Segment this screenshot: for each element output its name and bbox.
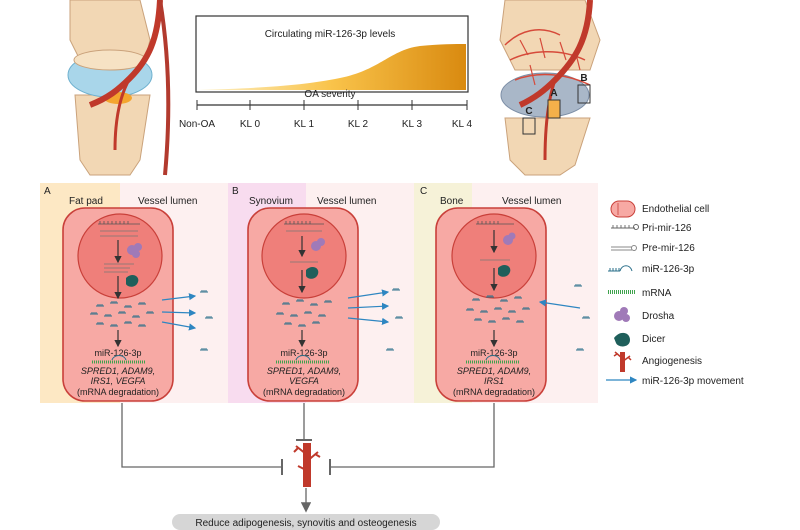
legend-label-6: Dicer bbox=[642, 334, 666, 345]
panel-a-mirna-label: miR-126-3p bbox=[94, 348, 141, 358]
panel-c-dicer-icon bbox=[498, 265, 511, 277]
panel-b-targets-line1: SPRED1, ADAM9, bbox=[267, 366, 341, 376]
panel-a-lumen: Vessel lumen bbox=[138, 196, 197, 207]
endothelial-cell-icon bbox=[610, 200, 636, 218]
tick-kl2: KL 2 bbox=[348, 119, 369, 130]
mirna-icon bbox=[608, 265, 633, 272]
panel-b-dicer-icon bbox=[306, 267, 319, 279]
angiogenesis-icon bbox=[613, 351, 632, 372]
panel-a-letter: A bbox=[44, 186, 51, 197]
pri-mir-icon bbox=[611, 225, 635, 229]
panel-c: C Bone Vessel lumen miR-126-3p SPRED1, A… bbox=[414, 183, 598, 403]
outcome-box bbox=[172, 514, 440, 530]
panel-a-targets-line1: SPRED1, ADAM9, bbox=[81, 366, 155, 376]
legend-label-1: Pri-mir-126 bbox=[642, 223, 692, 234]
oa-knee-illustration: A B C bbox=[499, 0, 601, 176]
tick-kl4: KL 4 bbox=[452, 119, 473, 130]
legend-label-7: Angiogenesis bbox=[642, 356, 702, 367]
tick-kl3: KL 3 bbox=[402, 119, 423, 130]
panel-c-letter: C bbox=[420, 186, 427, 197]
oa-severity-axis: OA severity Non-OA KL 0 KL 1 KL 2 KL 3 K… bbox=[179, 89, 473, 130]
panel-b-nucleus bbox=[261, 213, 347, 299]
panel-c-targets-line1: SPRED1, ADAM9, bbox=[457, 366, 531, 376]
healthy-knee-illustration bbox=[67, 0, 171, 176]
panel-b-letter: B bbox=[232, 186, 239, 197]
panel-a-dicer-icon bbox=[126, 275, 139, 287]
legend: Endothelial cell Pri-mir-126 Pre-mir-126… bbox=[606, 200, 744, 387]
knee-mark-b: B bbox=[580, 73, 587, 84]
knee-mark-a: A bbox=[550, 88, 557, 99]
tick-kl0: KL 0 bbox=[240, 119, 261, 130]
dicer-icon bbox=[614, 332, 630, 347]
panel-b-tissue: Synovium bbox=[249, 196, 293, 207]
panel-b-mirna-label: miR-126-3p bbox=[280, 348, 327, 358]
legend-label-8: miR-126-3p movement bbox=[642, 376, 744, 387]
mirna-level-curve: Circulating miR-126-3p levels bbox=[195, 15, 469, 93]
panel-b: B Synovium Vessel lumen miR-126-3p SPRED… bbox=[228, 183, 414, 403]
legend-label-5: Drosha bbox=[642, 311, 675, 322]
panel-c-tissue: Bone bbox=[440, 196, 464, 207]
panel-b-targets-line2: VEGFA bbox=[289, 376, 319, 386]
legend-label-0: Endothelial cell bbox=[642, 204, 709, 215]
outcome-text: Reduce adipogenesis, synovitis and osteo… bbox=[195, 518, 416, 529]
drosha-icon bbox=[614, 307, 630, 322]
tick-kl1: KL 1 bbox=[294, 119, 315, 130]
panel-c-targets-line2: IRS1 bbox=[484, 376, 504, 386]
legend-label-3: miR-126-3p bbox=[642, 264, 695, 275]
panel-a-nucleus bbox=[77, 213, 163, 299]
panel-a-effect: (mRNA degradation) bbox=[77, 387, 159, 397]
legend-label-4: mRNA bbox=[642, 288, 672, 299]
angiogenesis-vessel bbox=[293, 443, 321, 487]
knee-mark-c: C bbox=[525, 106, 532, 117]
curve-title: Circulating miR-126-3p levels bbox=[265, 29, 396, 40]
panel-c-effect: (mRNA degradation) bbox=[453, 387, 535, 397]
panel-a-tissue: Fat pad bbox=[69, 196, 103, 207]
panel-c-mirna-label: miR-126-3p bbox=[470, 348, 517, 358]
panel-b-effect: (mRNA degradation) bbox=[263, 387, 345, 397]
panel-a: A Fat pad Vessel lumen miR-126-3p SPRED1… bbox=[40, 183, 228, 403]
legend-label-2: Pre-mir-126 bbox=[642, 243, 695, 254]
tick-non-oa: Non-OA bbox=[179, 119, 215, 130]
inhibition-connectors bbox=[121, 403, 495, 475]
panel-a-targets-line2: IRS1, VEGFA bbox=[91, 376, 146, 386]
pre-mir-icon bbox=[611, 246, 632, 251]
panel-c-lumen: Vessel lumen bbox=[502, 196, 561, 207]
panel-b-lumen: Vessel lumen bbox=[317, 196, 376, 207]
axis-title: OA severity bbox=[304, 89, 355, 100]
